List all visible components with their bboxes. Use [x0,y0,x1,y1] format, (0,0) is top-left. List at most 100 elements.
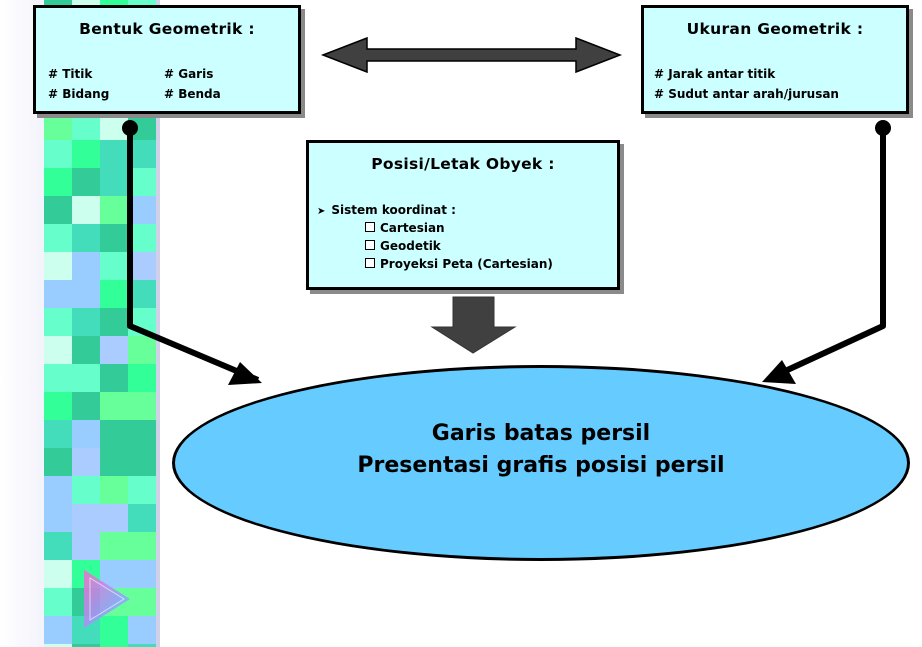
mosaic-tile [100,420,128,448]
checkbox-icon [365,222,375,232]
mosaic-tile [44,112,72,140]
mosaic-tile [100,616,128,644]
mosaic-tile [128,532,156,560]
posisi-item-label: Proyeksi Peta (Cartesian) [380,257,553,271]
posisi-subtitle-row: ➤ Sistem koordinat : [317,201,456,221]
mosaic-tile [100,168,128,196]
mosaic-tile [100,140,128,168]
ukuran-list: # Jarak antar titik # Sudut antar arah/j… [654,64,839,104]
bentuk-title: Bentuk Geometrik : [79,20,255,38]
left-connector-arrowhead [228,362,262,385]
play-next-icon[interactable] [84,570,130,628]
result-line-2: Presentasi grafis posisi persil [357,453,725,478]
mosaic-tile [100,504,128,532]
posisi-subtitle: Sistem koordinat : [331,203,456,217]
checkbox-icon [365,258,375,268]
mosaic-tile [72,644,100,647]
mosaic-tile [128,560,156,588]
mosaic-tile [44,196,72,224]
mosaic-tile [100,308,128,336]
mosaic-tile [100,224,128,252]
mosaic-tile [44,280,72,308]
bentuk-item: # Titik [48,67,93,81]
mosaic-tile [72,196,100,224]
double-arrow [320,36,623,74]
bentuk-col2: # Garis # Benda [164,64,221,104]
mosaic-tile [44,504,72,532]
mosaic-tile [44,392,72,420]
mosaic-tile [44,644,72,647]
bentuk-item: # Bidang [48,87,110,101]
right-connector [768,128,886,381]
mosaic-tile [128,392,156,420]
mosaic-tile [100,252,128,280]
mosaic-tile [72,224,100,252]
posisi-list: Cartesian Geodetik Proyeksi Peta (Cartes… [365,219,553,273]
arrowhead-bullet-icon: ➤ [317,206,326,217]
mosaic-tile [128,644,156,647]
mosaic-tile [100,532,128,560]
mosaic-tile [44,224,72,252]
ukuran-title: Ukuran Geometrik : [686,20,864,38]
mosaic-tile [128,448,156,476]
mosaic-tile [128,364,156,392]
posisi-item-label: Cartesian [380,221,445,235]
mosaic-tile [72,252,100,280]
posisi-obyek-box: Posisi/Letak Obyek : ➤ Sistem koordinat :… [306,140,620,290]
mosaic-tile [44,448,72,476]
mosaic-tile [44,364,72,392]
mosaic-tile [44,252,72,280]
mosaic-tile [72,336,100,364]
bentuk-item: # Garis [164,67,214,81]
mosaic-tile [72,448,100,476]
right-connector-arrowhead [762,360,796,384]
mosaic-tile [100,476,128,504]
posisi-item: Cartesian [365,219,553,237]
posisi-item: Proyeksi Peta (Cartesian) [365,255,553,273]
mosaic-tile [72,280,100,308]
bentuk-geometrik-box: Bentuk Geometrik : # Titik # Bidang # Ga… [33,5,301,114]
mosaic-tile [72,532,100,560]
mosaic-tile [44,168,72,196]
ukuran-geometrik-box: Ukuran Geometrik : # Jarak antar titik #… [641,5,909,114]
bentuk-item: # Benda [164,87,221,101]
mosaic-tile [72,420,100,448]
mosaic-tile [72,308,100,336]
mosaic-tile [128,504,156,532]
mosaic-tile [44,420,72,448]
result-line-1: Garis batas persil [431,421,651,446]
posisi-item: Geodetik [365,237,553,255]
mosaic-tile [44,616,72,644]
mosaic-tile [44,588,72,616]
mosaic-tile [72,140,100,168]
result-text: Garis batas persil Presentasi grafis pos… [172,418,910,482]
mosaic-tile [100,336,128,364]
mosaic-tile [100,644,128,647]
mosaic-tile [100,392,128,420]
mosaic-tile [100,280,128,308]
mosaic-tile [128,336,156,364]
mosaic-tile [100,196,128,224]
mosaic-tile [44,336,72,364]
left-connector [127,128,260,383]
mosaic-tile [128,616,156,644]
result-ellipse [172,365,910,561]
mosaic-tile [44,308,72,336]
posisi-title: Posisi/Letak Obyek : [371,155,555,173]
mosaic-tile [128,588,156,616]
mosaic-tile [72,476,100,504]
mosaic-tile [72,392,100,420]
checkbox-icon [365,240,375,250]
mosaic-tile [44,476,72,504]
ukuran-item: # Sudut antar arah/jurusan [654,87,839,101]
bentuk-col1: # Titik # Bidang [48,64,109,104]
mosaic-tile [72,112,100,140]
mosaic-tile [72,504,100,532]
mosaic-tile [128,476,156,504]
mosaic-tile [128,420,156,448]
mosaic-tile [100,448,128,476]
mosaic-tile [44,560,72,588]
posisi-item-label: Geodetik [380,239,441,253]
mosaic-tile [72,168,100,196]
